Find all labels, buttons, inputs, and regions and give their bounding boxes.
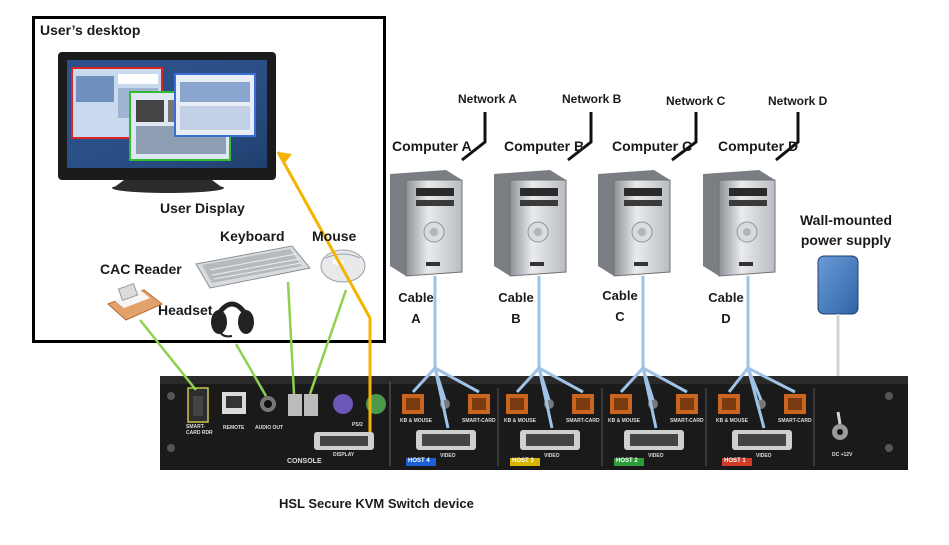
port-label-smart-card: SMART-CARD	[670, 418, 704, 424]
network-d-label: Network D	[768, 94, 828, 108]
port-label-video: VIDEO	[440, 453, 456, 459]
port-label-display: DISPLAY	[333, 452, 355, 458]
cable-a	[411, 276, 480, 429]
port-label-video: VIDEO	[544, 453, 560, 459]
cac-reader-icon	[107, 282, 163, 321]
user-display-label: User Display	[160, 200, 245, 216]
port-label-ps2: PS/2	[352, 422, 363, 428]
host-color-tag	[510, 458, 540, 466]
host-color-tag	[722, 458, 752, 466]
computer-a-tower-icon	[390, 170, 463, 277]
network-b-line	[567, 112, 593, 162]
port-label-kb-mouse: KB & MOUSE	[400, 418, 432, 424]
network-a-line	[461, 112, 487, 162]
host-bay-3	[506, 388, 603, 466]
users-desktop-title: User’s desktop	[40, 22, 141, 38]
usb-port	[304, 394, 318, 416]
host-bay-1	[718, 388, 815, 466]
port-label-remote: REMOTE	[223, 425, 245, 431]
host-bay-4	[402, 388, 499, 466]
port-label-audio: AUDIO OUT	[255, 425, 284, 431]
computer-d-label: Computer D	[718, 138, 799, 154]
display-cable-arrowhead	[278, 152, 292, 164]
network-c-line	[671, 112, 698, 162]
port-label-smart-card: SMART-CARD	[566, 418, 600, 424]
usb-port	[288, 394, 302, 416]
network-d-line	[775, 112, 800, 162]
keyboard-icon	[195, 245, 311, 289]
port-label-video: VIDEO	[756, 453, 772, 459]
port-label-kb-mouse: KB & MOUSE	[504, 418, 536, 424]
port-label-smart-card: SMART-CARD	[462, 418, 496, 424]
port-label-dc: DC +12V	[832, 452, 853, 458]
device-caption: HSL Secure KVM Switch device	[279, 496, 474, 511]
host-label: HOST 4	[408, 458, 430, 464]
port-label-video: VIDEO	[648, 453, 664, 459]
network-a-label: Network A	[458, 92, 517, 106]
computer-d-tower-icon	[703, 170, 776, 277]
port-label-kb-mouse: KB & MOUSE	[608, 418, 640, 424]
port-label-smart-card: SMART-CARD	[778, 418, 812, 424]
port-label-kb-mouse: KB & MOUSE	[716, 418, 748, 424]
headset-cable	[234, 343, 268, 397]
headset-icon	[211, 301, 254, 338]
cac-reader-label: CAC Reader	[100, 261, 182, 277]
network-b-label: Network B	[562, 92, 622, 106]
computer-b-label: Computer B	[504, 138, 585, 154]
computer-c-label: Computer C	[612, 138, 693, 154]
cable-b	[515, 276, 584, 429]
computer-c-tower-icon	[598, 170, 671, 277]
mouse-cable	[308, 289, 348, 395]
keyboard-cable	[286, 281, 296, 395]
port-label-smartcard: SMART- CARD RDR	[186, 424, 213, 436]
headset-label: Headset	[158, 302, 213, 318]
mouse-label: Mouse	[312, 228, 357, 244]
host-color-tag	[614, 458, 644, 466]
host-label: HOST 2	[616, 458, 638, 464]
computer-a-label: Computer A	[392, 138, 472, 154]
computer-b-tower-icon	[494, 170, 567, 277]
cable-c	[619, 276, 688, 429]
kvm-switch-device	[160, 376, 908, 470]
power-cable	[836, 411, 842, 425]
network-c-label: Network C	[666, 94, 726, 108]
mouse-icon	[320, 249, 366, 283]
host-label: HOST 3	[512, 458, 534, 464]
host-color-tag	[406, 458, 436, 466]
ps2-keyboard-port	[333, 394, 353, 414]
display-cable-yellow	[276, 151, 372, 432]
port-label-console: CONSOLE	[287, 458, 322, 465]
host-bay-2	[610, 388, 707, 466]
cable-d	[727, 276, 796, 429]
users-desktop-box	[32, 16, 386, 343]
keyboard-label: Keyboard	[220, 228, 285, 244]
user-display-monitor	[58, 52, 276, 193]
cac-reader-cable	[139, 319, 197, 391]
host-label: HOST 1	[724, 458, 746, 464]
